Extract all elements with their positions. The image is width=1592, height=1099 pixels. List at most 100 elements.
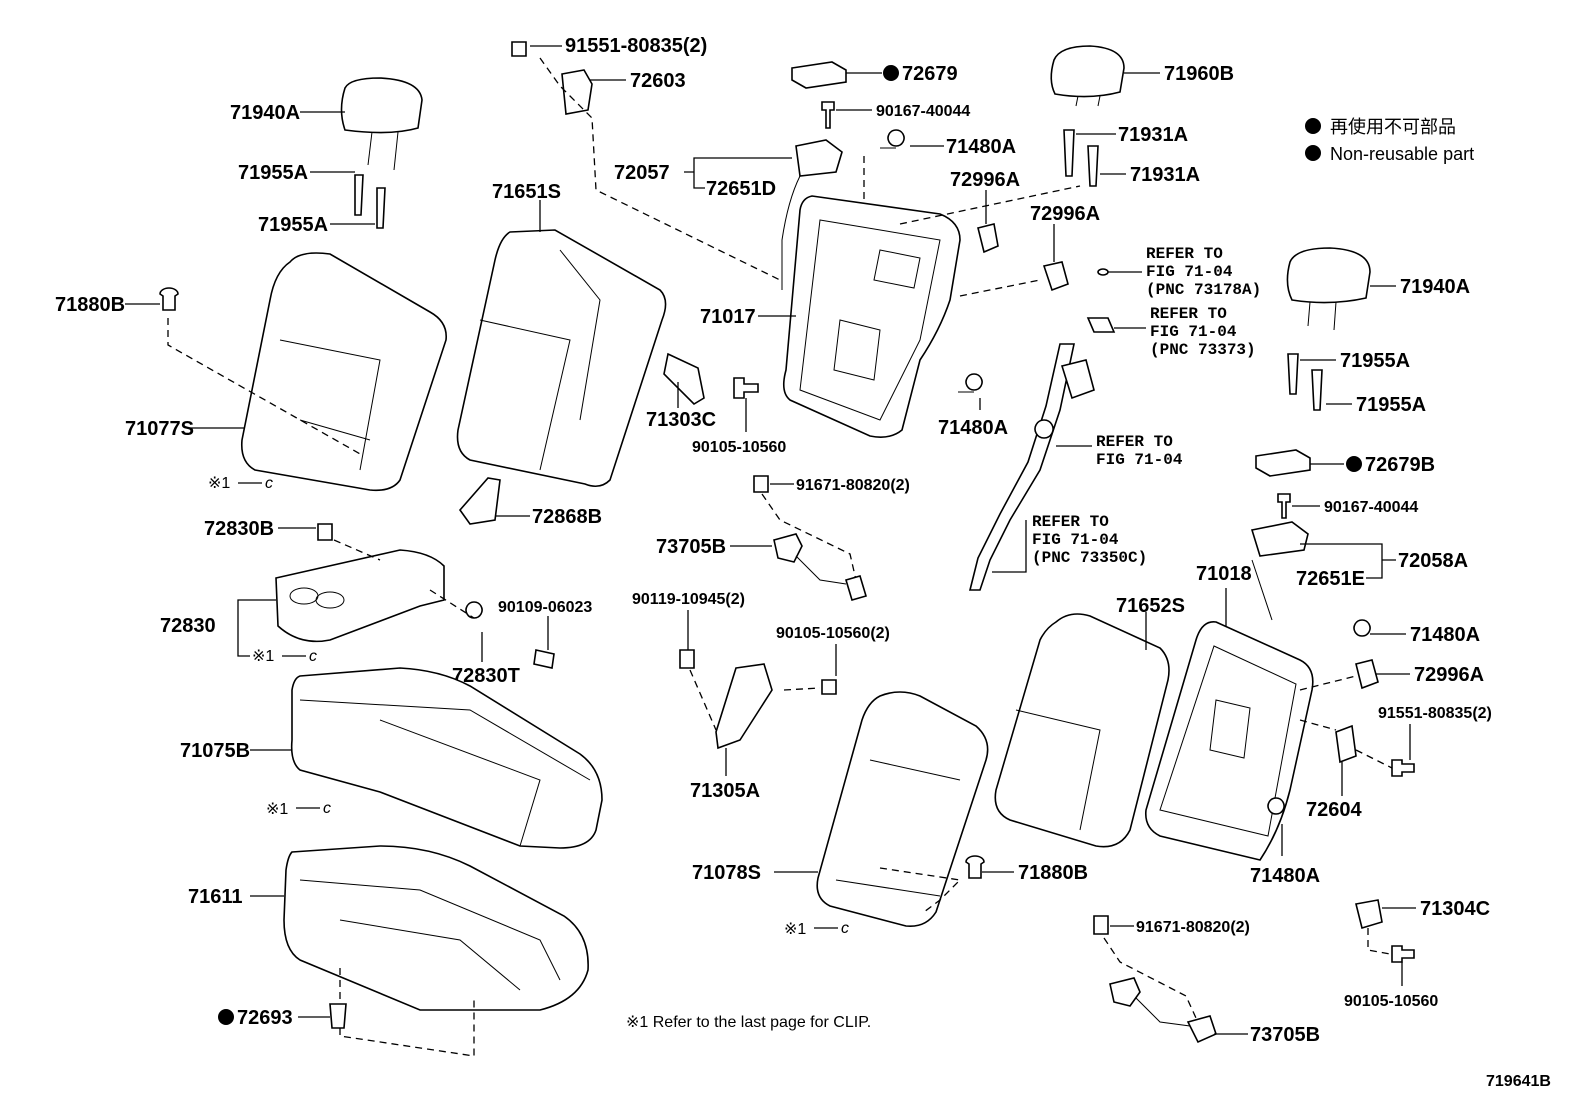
svg-text:(PNC 73350C): (PNC 73350C) <box>1032 549 1147 567</box>
cap-72830B-drawing <box>317 523 333 541</box>
guide-71931A-2-drawing <box>1087 145 1099 187</box>
plate-drawing <box>1086 317 1116 333</box>
anchor-73705B-b-drawing <box>1109 977 1141 1007</box>
bolt-90105-2-drawing <box>821 679 837 695</box>
refer-note-4: REFER TO FIG 71-04 (PNC 73350C) <box>1032 513 1147 567</box>
clip-mark-4: ※1 <box>784 921 806 938</box>
part-72057: 72057 <box>614 162 670 184</box>
part-72679: 72679 <box>902 63 958 85</box>
headrest-right-drawing <box>1286 247 1371 304</box>
washer-drawing <box>1097 268 1109 276</box>
bracket-72603-drawing <box>561 69 593 115</box>
clip-71480A-r-drawing <box>1353 619 1371 637</box>
part-72996A-1: 72996A <box>950 169 1020 191</box>
part-72996A-2: 72996A <box>1030 203 1100 225</box>
part-72830B: 72830B <box>204 518 274 540</box>
cover-72679-drawing <box>791 61 847 89</box>
seatback-pad-right-drawing <box>994 613 1170 848</box>
bracket-71304C-drawing <box>1355 899 1383 930</box>
part-72693: 72693 <box>237 1007 293 1029</box>
part-72651D: 72651D <box>706 178 776 200</box>
svg-text:REFER TO: REFER TO <box>1032 513 1109 531</box>
part-73705B-a: 73705B <box>656 536 726 558</box>
diagram-id: 719641B <box>1486 1073 1551 1090</box>
cover-72679B-drawing <box>1255 449 1311 477</box>
seat-belt-drawing <box>968 343 1095 591</box>
release-72058A-drawing <box>1250 521 1309 557</box>
part-71303C: 71303C <box>646 409 716 431</box>
svg-text:(PNC 73178A): (PNC 73178A) <box>1146 281 1261 299</box>
part-72868B: 72868B <box>532 506 602 528</box>
legend: 再使用不可部品 Non-reusable part <box>1305 117 1474 164</box>
part-71931A-2: 71931A <box>1130 164 1200 186</box>
svg-text:(PNC 73373): (PNC 73373) <box>1150 341 1256 359</box>
part-71480A-bot: 71480A <box>1250 865 1320 887</box>
release-72057-drawing <box>795 139 843 177</box>
part-71960B: 71960B <box>1164 63 1234 85</box>
clip-c-4: c <box>841 920 849 937</box>
part-71880B-mid: 71880B <box>1018 862 1088 884</box>
part-72830T: 72830T <box>452 665 520 687</box>
part-72996A-r: 72996A <box>1414 664 1484 686</box>
svg-text:REFER TO: REFER TO <box>1150 305 1227 323</box>
bracket-72604-drawing <box>1335 724 1357 764</box>
part-71931A-1: 71931A <box>1118 124 1188 146</box>
cap-72996A-1-drawing <box>977 223 999 254</box>
part-90105-10560-a: 90105-10560 <box>692 439 786 456</box>
part-71480A-mid: 71480A <box>938 417 1008 439</box>
guide-71931A-1-drawing <box>1063 129 1075 177</box>
svg-text:FIG 71-04: FIG 71-04 <box>1150 323 1237 341</box>
clip-71480A-bot-drawing <box>1267 797 1285 815</box>
part-91671-80820-b: 91671-80820(2) <box>1136 919 1250 936</box>
seatback-frame-71017-drawing <box>782 195 961 438</box>
bracket-71305A-drawing <box>715 663 773 750</box>
guide-71955A-r2-drawing <box>1311 369 1323 411</box>
part-71078S: 71078S <box>692 862 761 884</box>
headrest-71960B-drawing <box>1050 45 1125 98</box>
clip-71480A-mid-drawing <box>965 373 983 391</box>
part-73705B-b: 73705B <box>1250 1024 1320 1046</box>
non-reusable-dot-icon <box>1305 118 1321 134</box>
screw-90167-drawing <box>821 101 835 129</box>
nut-72830T-drawing <box>465 601 483 619</box>
part-71651S: 71651S <box>492 181 561 203</box>
part-71077S: 71077S <box>125 418 194 440</box>
part-90119-10945: 90119-10945(2) <box>632 591 745 608</box>
part-71480A-top: 71480A <box>946 136 1016 158</box>
footnote: ※1 Refer to the last page for CLIP. <box>626 1014 871 1031</box>
seat-cushion-pad-drawing <box>283 845 589 1011</box>
clip-mark-3: ※1 <box>266 801 288 818</box>
part-71955A-r2: 71955A <box>1356 394 1426 416</box>
svg-text:REFER TO: REFER TO <box>1096 433 1173 451</box>
armrest-72830-drawing <box>275 549 445 643</box>
seatback-cover-right-drawing <box>816 691 989 928</box>
clip-c-2: c <box>309 648 317 665</box>
legend-jp: 再使用不可部品 <box>1330 117 1456 137</box>
clip-c-3: c <box>323 800 331 817</box>
part-90167-40044-r: 90167-40044 <box>1324 499 1418 516</box>
anchor-73705B-a-drawing <box>773 533 803 563</box>
seatback-pad-left-drawing <box>456 229 667 488</box>
part-90167-40044-top: 90167-40044 <box>876 103 970 120</box>
part-90105-10560-b: 90105-10560 <box>1344 993 1438 1010</box>
bolt-90105-a-drawing <box>733 377 759 399</box>
svg-text:FIG 71-04: FIG 71-04 <box>1032 531 1119 549</box>
part-71955A-r1: 71955A <box>1340 350 1410 372</box>
non-reusable-dot-icon <box>218 1009 234 1025</box>
seatback-cover-left-drawing <box>240 252 447 492</box>
bolt-91551-drawing <box>511 41 527 57</box>
bracket-71303C-drawing <box>663 352 705 406</box>
bolt-91671-b-drawing <box>1093 915 1109 935</box>
part-71480A-r: 71480A <box>1410 624 1480 646</box>
guide-71955A-r1-drawing <box>1287 353 1299 395</box>
non-reusable-dot-icon <box>1346 456 1362 472</box>
bracket-72868B-drawing <box>458 477 501 525</box>
bolt-90105-b-drawing <box>1391 945 1415 963</box>
part-90109-06023: 90109-06023 <box>498 599 592 616</box>
non-reusable-dot-icon <box>1305 145 1321 161</box>
part-72830: 72830 <box>160 615 216 637</box>
part-71305A: 71305A <box>690 780 760 802</box>
clip-c: c <box>265 475 273 492</box>
part-72651E: 72651E <box>1296 568 1365 590</box>
